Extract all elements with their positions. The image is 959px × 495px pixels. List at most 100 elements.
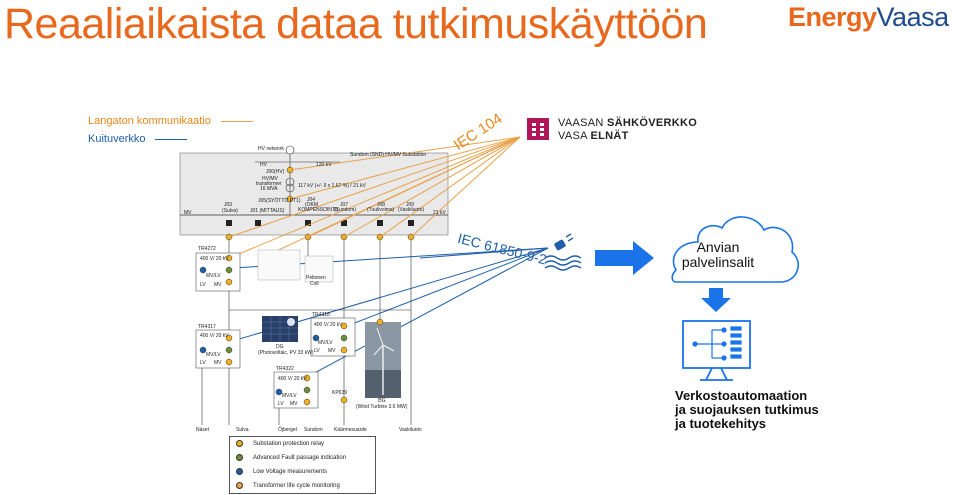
tr4317-lv-label: LV (200, 360, 206, 366)
hv-label: HV (260, 162, 268, 168)
vaasan-sahkoverkko-logo (527, 118, 549, 140)
tr4322-box (273, 371, 319, 409)
dg-pv-label: DG (276, 344, 284, 350)
tr4318-relay-icon (340, 346, 348, 354)
tr4318-box (310, 317, 356, 357)
transformer-label-3: 16 MVA (260, 186, 278, 192)
transformer-label-2: transformer (256, 181, 282, 187)
slide-title: Reaaliaikaista dataa tutkimuskäyttöön (4, 0, 708, 48)
tr4322-mvlv-label: MV/LV (282, 393, 297, 399)
fiber-link-j09 (419, 247, 549, 259)
kv120-label: 120 kV (316, 162, 332, 168)
hv-network-source-icon (285, 145, 295, 155)
tr4322-monitor-icon (303, 386, 311, 394)
sulva-label: Sulva (236, 427, 249, 433)
kp639-label: KP639 (332, 390, 347, 396)
tr4272-label: TR4272 (198, 246, 216, 252)
tr4317-mvlv-label: MV/LV (206, 352, 221, 358)
j00-label: J00(HV) (266, 169, 285, 175)
dg-wt-sub-label: (Wind Turbine 3.6 MW) (356, 404, 408, 410)
tr4318-lv-meter-icon (312, 334, 320, 342)
automation-line1: Verkostoautomaation (675, 388, 808, 403)
wireless-links (228, 136, 521, 259)
wireless-link-j05 (289, 136, 521, 200)
tr4322-lv-label: LV (278, 401, 284, 407)
legend-transformer-monitoring: Transformer life cycle monitoring (236, 482, 340, 489)
legend-fiber: Kuituverkko (88, 130, 253, 148)
substation-label: Sundom (SND) HV/MV Substation (350, 152, 426, 158)
cloud-label-line2: palvelinsalit (681, 254, 755, 270)
transformer-label: HV/MV (262, 176, 279, 182)
legend-fiber-line (155, 138, 188, 140)
tr4317-label: TR4317 (198, 324, 216, 330)
transformer-winding-2-icon (285, 183, 295, 193)
tr4322-label: TR4322 (276, 366, 294, 372)
ratio-label: 117 kV (+/- 9 x 1.67 %) / 21 kV (298, 183, 367, 189)
tr4272-box (195, 252, 241, 292)
legend-protection-relay: Substation protection relay (236, 440, 324, 447)
fiber-link-tr4322 (278, 247, 549, 393)
kompensation-box (257, 249, 301, 281)
tr4272-mv-label: MV (214, 282, 222, 288)
arrow-to-cloud-icon (595, 241, 654, 275)
tr4317-fpi-icon (225, 334, 233, 342)
legend-wireless: Langaton kommunikaatio (88, 112, 253, 130)
energyvaasa-logo: EnergyVaasa (788, 2, 949, 33)
transformer-winding-1-icon (285, 177, 295, 187)
tr4272-mvlv-label: MV/LV (206, 273, 221, 279)
tr4322-relay-icon (303, 398, 311, 406)
tr4318-fpi-icon (340, 322, 348, 330)
pv-panel-image (262, 316, 298, 342)
breaker-j03-icon (226, 220, 232, 226)
kv21-label: 21 kV (433, 210, 446, 216)
tr4317-monitor-icon (225, 346, 233, 354)
protection-relay-icon (236, 440, 243, 447)
legend-protection-relay-label: Substation protection relay (253, 440, 325, 447)
mv-label: MV (184, 210, 192, 216)
j09-sub-label: (Vaskiluoto) (398, 207, 424, 213)
tr4317-lv-meter-icon (199, 346, 207, 354)
transformer-monitoring-icon (236, 482, 243, 489)
legend-wireless-label: Langaton kommunikaatio (88, 115, 211, 127)
tr4272-kv-label: 400 V/ 20 kV (200, 256, 229, 262)
breaker-j07-icon (341, 220, 347, 226)
logo-energy-text: Energy (788, 2, 877, 32)
legend-fiber-label: Kuituverkko (88, 133, 146, 145)
tr4322-mv-label: MV (290, 401, 298, 407)
tr4272-lv-label: LV (200, 282, 206, 288)
wireless-link-j09 (410, 136, 521, 238)
wind-relay-icon (376, 318, 384, 326)
tr4272-fpi-icon (225, 254, 233, 262)
peltonen-label: Peltonen (306, 275, 326, 281)
wireless-link-j07 (343, 136, 521, 238)
tr4318-mvlv-label: MV/LV (318, 340, 333, 346)
breaker-j09-icon (408, 220, 414, 226)
j03-label: J03 (224, 202, 232, 208)
wireless-link-j08 (379, 136, 521, 238)
j04-sub-label-2: KOMPENSOINTI) (298, 207, 338, 213)
fault-indication-icon (236, 454, 243, 461)
tr4318-label: TR4318 (312, 312, 330, 318)
tr4272-relay-icon (225, 278, 233, 286)
vaasan-sahkoverkko-text: VAASAN SÄHKÖVERKKO VASA ELNÄT (558, 117, 697, 143)
automation-line3: ja tuotekehitys (675, 416, 767, 431)
plug-waves-icon (544, 233, 582, 271)
fiber-link-tr4317 (201, 247, 549, 351)
j05-label: J05(SYÖTTÖ PT1) (258, 197, 301, 204)
device-legend: Substation protection relay Advanced Fau… (229, 436, 376, 494)
wireless-link-j03 (228, 136, 521, 238)
automation-research-text: Verkostoautomaation ja suojauksen tutkim… (675, 389, 819, 431)
legend-wireless-line (220, 120, 253, 122)
cloud-icon (671, 216, 800, 283)
ojbergel-label: Öjbergel (278, 426, 297, 433)
j07-sub-label: (Sundom) (334, 207, 356, 213)
tr4318-kv-label: 400 V/ 20 kV (314, 322, 343, 328)
naset-label: Näset (196, 427, 210, 433)
peltonen-label-2: Coll (310, 281, 319, 287)
tr4318-monitor-icon (340, 334, 348, 342)
tr4317-relay-icon (225, 358, 233, 366)
tr4322-fpi-icon (303, 374, 311, 382)
feeder-breakers (226, 220, 414, 226)
legend-fault-indication-label: Advanced Fault passage indication (253, 454, 347, 461)
